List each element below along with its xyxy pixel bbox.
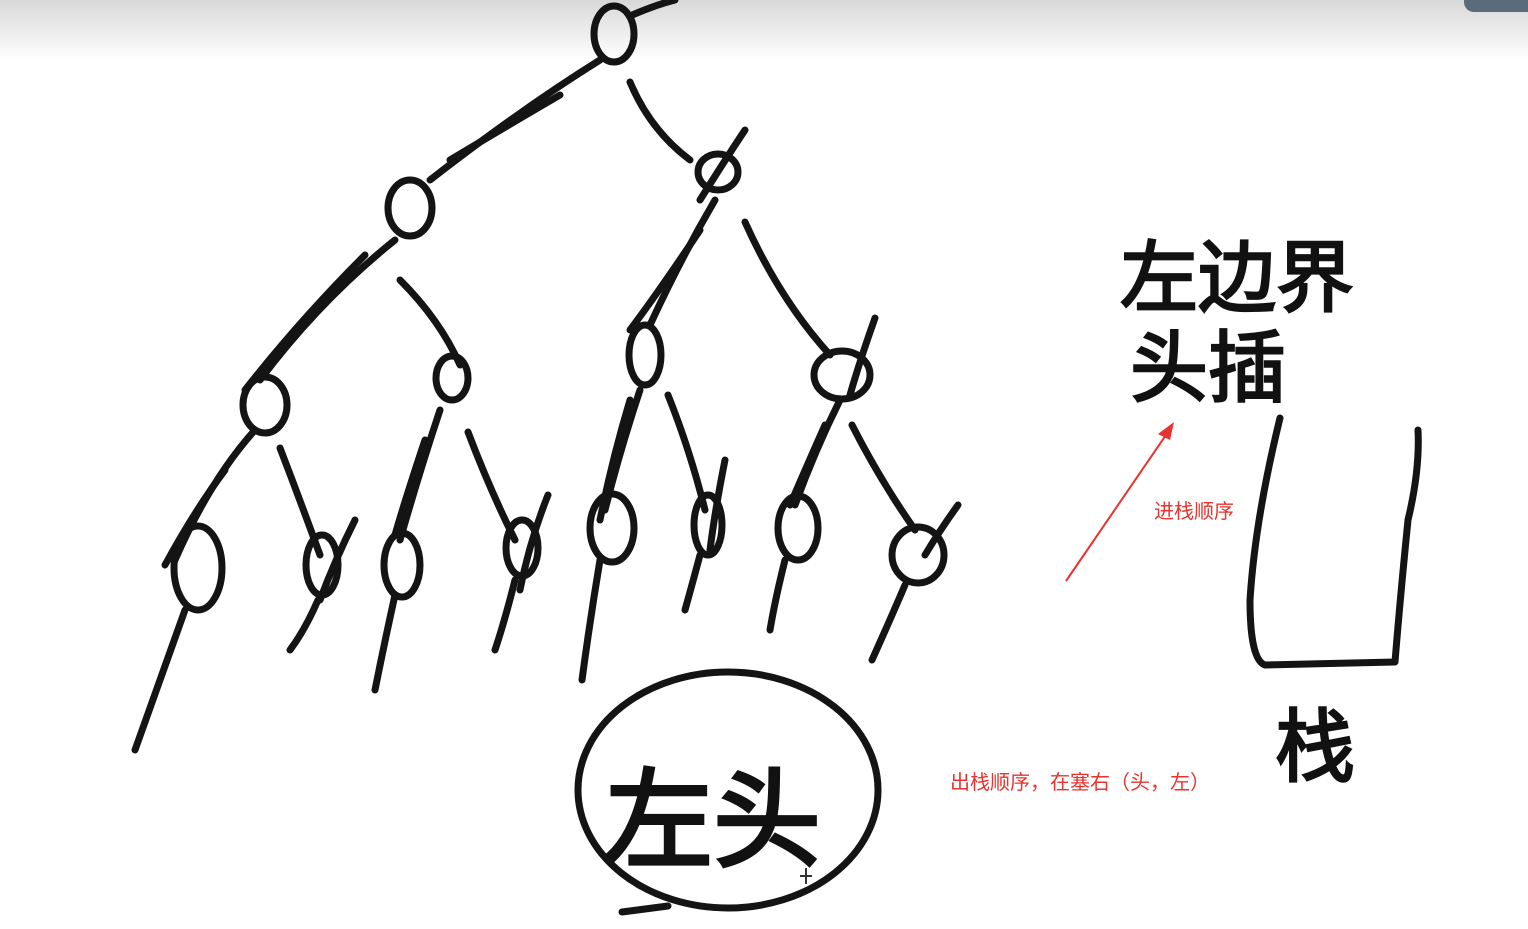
left-head-circle (574, 668, 882, 912)
tree-leaf-8 (888, 523, 948, 587)
arrow-head-icon (1158, 422, 1174, 440)
push-order-annotation: 进栈顺序 (1154, 499, 1234, 523)
tree-node-r (694, 150, 742, 194)
top-shadow (0, 0, 1528, 60)
tree-leaf-6 (690, 491, 726, 559)
tree-leaf-5 (586, 490, 638, 566)
left-head-label: 左头 (605, 759, 821, 884)
tree-node-lr (432, 352, 472, 404)
head-insert-label: 头插 (1130, 324, 1286, 414)
stack-bucket (1246, 414, 1422, 669)
left-boundary-label: 左边界 (1120, 234, 1354, 324)
tree-node-ll (239, 373, 291, 437)
stack-label: 栈 (1275, 701, 1355, 794)
tree-node-rl (625, 321, 665, 389)
tree-leaf-2 (302, 531, 342, 599)
tree-diagram (131, 0, 962, 754)
pop-order-annotation: 出栈顺序，在塞右（头，左） (950, 770, 1210, 794)
tree-node-l (384, 176, 436, 240)
tree-leaf-3 (380, 529, 424, 601)
tree-node-root (590, 2, 638, 66)
tree-leaf-4 (502, 516, 542, 580)
tree-node-rr (810, 347, 874, 403)
cursor-icon (800, 868, 812, 884)
avatar (1464, 0, 1528, 12)
tree-leaf-7 (774, 492, 822, 564)
tree-leaf-1 (170, 522, 226, 614)
arrow-line (1065, 431, 1169, 582)
